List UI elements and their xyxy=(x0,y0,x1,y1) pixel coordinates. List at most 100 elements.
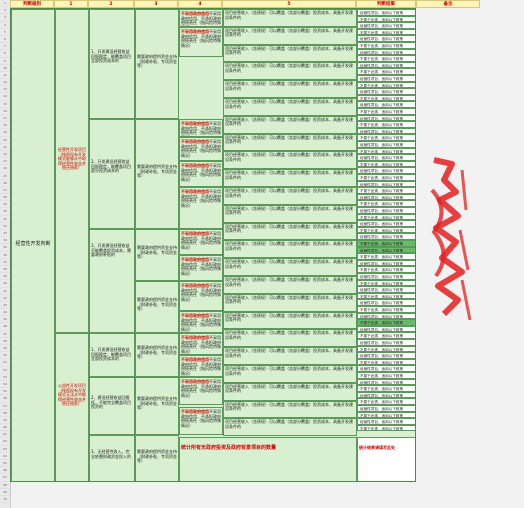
result-cell[interactable]: 不属于此类，适用以下政策 xyxy=(357,200,415,207)
row-number[interactable]: 21 xyxy=(0,144,10,151)
row-number[interactable]: 48 xyxy=(0,338,10,345)
result-cell[interactable]: 不属于此类，适用以下政策 xyxy=(357,147,415,155)
row-number[interactable]: 6 xyxy=(0,36,10,44)
result-cell[interactable]: 经营性项目，适用以下政策 xyxy=(357,9,415,16)
level5-cell[interactable]: 项目经营收入（含债权）可以覆盖（含部分覆盖）投资成本，具备开发建设条件的 xyxy=(223,9,357,27)
column-header-level[interactable]: 判断级别 xyxy=(10,0,54,8)
result-cell[interactable]: 经营性项目，适用以下政策 xyxy=(357,101,415,108)
row-number[interactable]: 65 xyxy=(0,460,10,468)
result-cell[interactable]: 不属于此类，适用以下政策 xyxy=(357,253,415,260)
result-cell[interactable]: 不属于此类，适用以下政策 xyxy=(357,385,415,392)
level5-cell[interactable]: 项目经营收入（含债权）可以覆盖（含部分覆盖）投资成本，具备开发建设条件的 xyxy=(223,169,357,187)
level5-cell[interactable]: 项目经营收入（含债权）可以覆盖（含部分覆盖）投资成本，具备开发建设条件的 xyxy=(223,400,357,419)
row-number[interactable]: 3 xyxy=(0,14,10,22)
result-cell[interactable]: 经营性项目，适用以下政策 xyxy=(357,48,415,56)
result-cell[interactable]: 经营性项目，适用以下政策 xyxy=(357,88,415,95)
result-cell[interactable]: 不属于此类，适用以下政策 xyxy=(357,372,415,379)
result-cell[interactable]: 不属于此类，适用以下政策 xyxy=(357,42,415,49)
result-cell[interactable]: 不属于此类，适用以下政策 xyxy=(357,94,415,102)
row-number[interactable]: 56 xyxy=(0,395,10,403)
level4-cell[interactable]: 不采用政府信用不采用政府信用、不承担政府偿债责任（指风险特殊情况） xyxy=(179,407,223,435)
level2-cell[interactable]: 3、无经营性收入，完全依靠财政资金投入的 xyxy=(89,435,135,481)
result-cell[interactable]: 不属于此类，适用以下政策 xyxy=(357,398,415,405)
level5-cell[interactable]: 项目经营收入（含债权）可以覆盖（含部分覆盖）投资成本，具备开发建设条件的 xyxy=(223,258,357,276)
level2-cell[interactable]: 3、开发建设经营收益不能覆盖投资成本，需要政府补贴的 xyxy=(89,229,135,333)
result-cell[interactable]: 不属于此类，适用以下政策 xyxy=(357,160,415,168)
level3-cell[interactable]: 需要政府提供资金支持（财政补贴、专项资金等） xyxy=(135,9,179,119)
level5-cell[interactable]: 项目经营收入（含债权）可以覆盖（含部分覆盖）投资成本，具备开发建设条件的 xyxy=(223,62,357,81)
level5-cell[interactable]: 项目经营收入（含债权）可以覆盖（含部分覆盖）投资成本，具备开发建设条件的 xyxy=(223,276,357,294)
summary-cell[interactable]: 统计所有无政府投资及政府背景项目的数量 xyxy=(179,437,357,481)
column-header-result[interactable]: 判断结果 xyxy=(356,0,416,8)
row-number[interactable]: 46 xyxy=(0,323,10,331)
column-header-1[interactable]: 1 xyxy=(54,0,88,8)
row-number[interactable]: 61 xyxy=(0,431,10,439)
row-number[interactable]: 23 xyxy=(0,158,10,166)
result-cell[interactable]: 不属于此类，适用以下政策 xyxy=(357,306,415,313)
level5-cell[interactable]: 项目经营收入（含债权）可以覆盖（含部分覆盖）投资成本，具备开发建设条件的 xyxy=(223,365,357,383)
level4-cell[interactable]: 不采用政府信用不采用政府信用、不承担政府偿债责任（指风险特殊情况） xyxy=(179,255,223,281)
result-cell[interactable]: 经营性项目，适用以下政策 xyxy=(357,193,415,201)
row-number[interactable]: 59 xyxy=(0,417,10,425)
level5-cell[interactable]: 项目经营收入（含债权）可以覆盖（含部分覆盖）投资成本，具备开发建设条件的 xyxy=(223,240,357,259)
column-header-note[interactable]: 备注 xyxy=(416,0,480,8)
result-cell[interactable]: 不属于此类，适用以下政策 xyxy=(357,319,415,326)
level3-cell[interactable]: 需要政府提供资金支持（财政补贴、专项资金等） xyxy=(135,377,179,435)
row-number[interactable]: 58 xyxy=(0,410,10,417)
row-number[interactable]: 19 xyxy=(0,129,10,137)
row-number[interactable]: 66 xyxy=(0,467,10,475)
level5-cell[interactable]: 项目经营收入（含债权）可以覆盖（含部分覆盖）投资成本，具备开发建设条件的 xyxy=(223,204,357,223)
level5-cell[interactable]: 项目经营收入（含债权）可以覆盖（含部分覆盖）投资成本，具备开发建设条件的 xyxy=(223,80,357,98)
row-number[interactable]: 27 xyxy=(0,187,10,195)
level5-cell[interactable]: 项目经营收入（含债权）可以覆盖（含部分覆盖）投资成本，具备开发建设条件的 xyxy=(223,347,357,365)
column-header-4[interactable]: 4 xyxy=(178,0,222,8)
result-cell[interactable]: 不属于此类，适用以下政策 xyxy=(357,187,415,194)
row-number[interactable]: 11 xyxy=(0,72,10,80)
result-cell[interactable]: 不属于此类，适用以下政策 xyxy=(357,55,415,62)
result-cell[interactable]: 经营性项目，适用以下政策 xyxy=(357,61,415,69)
result-cell[interactable]: 不属于此类，适用以下政策 xyxy=(357,240,415,247)
result-cell[interactable]: 经营性项目，适用以下政策 xyxy=(357,154,415,161)
row-number[interactable]: 44 xyxy=(0,309,10,317)
level2-cell[interactable]: 2、建设经营收益回报低，不能完全覆盖项目投资的 xyxy=(89,377,135,435)
result-cell[interactable]: 经营性项目，适用以下政策 xyxy=(357,273,415,280)
row-number[interactable]: 50 xyxy=(0,352,10,360)
result-cell[interactable]: 经营性项目，适用以下政策 xyxy=(357,35,415,42)
row-number[interactable]: 64 xyxy=(0,453,10,460)
result-cell[interactable]: 不属于此类，适用以下政策 xyxy=(357,121,415,128)
level3-cell[interactable]: 需要政府提供资金支持（财政补贴、专项资金等） xyxy=(135,229,179,281)
result-cell[interactable]: 不属于此类，适用以下政策 xyxy=(357,279,415,287)
row-number[interactable]: 10 xyxy=(0,65,10,72)
level2-cell[interactable]: 1、开发建设经营收益回报稳定，能覆盖项目全部投资成本的 xyxy=(89,9,135,119)
row-number[interactable]: 25 xyxy=(0,173,10,180)
level5-cell[interactable]: 项目经营收入（含债权）可以覆盖（含部分覆盖）投资成本，具备开发建设条件的 xyxy=(223,418,357,437)
result-cell[interactable]: 不属于此类，适用以下政策 xyxy=(357,226,415,234)
result-cell[interactable]: 经营性项目，适用以下政策 xyxy=(357,207,415,214)
level4-cell[interactable]: 不采用政府信用不采用政府信用、不承担政府偿债责任（指风险特殊情况） xyxy=(179,9,223,27)
level5-cell[interactable]: 项目经营收入（含债权）可以覆盖（含部分覆盖）投资成本，具备开发建设条件的 xyxy=(223,293,357,312)
level4-cell[interactable]: 不采用政府信用不采用政府信用、不承担政府偿债责任（指风险特殊情况） xyxy=(179,229,223,255)
result-cell[interactable]: 不属于此类，适用以下政策 xyxy=(357,174,415,181)
row-number[interactable]: 4 xyxy=(0,22,10,29)
row-number[interactable]: 49 xyxy=(0,345,10,353)
level5-cell[interactable]: 项目经营收入（含债权）可以覆盖（含部分覆盖）投资成本，具备开发建设条件的 xyxy=(223,26,357,45)
row-number[interactable]: 68 xyxy=(0,482,10,489)
result-cell[interactable]: 经营性项目，适用以下政策 xyxy=(357,114,415,122)
level2-cell[interactable]: 2、开发建设经营收益回报稳定，能覆盖项目部分投资成本的 xyxy=(89,119,135,229)
row-number[interactable]: 28 xyxy=(0,194,10,202)
result-cell[interactable]: 经营性项目，适用以下政策 xyxy=(357,352,415,359)
result-cell[interactable]: 不属于此类，适用以下政策 xyxy=(357,266,415,273)
level4-cell[interactable]: 不采用政府信用不采用政府信用、不承担政府偿债责任（指风险特殊情况） xyxy=(179,377,223,405)
level5-cell[interactable]: 项目经营收入（含债权）可以覆盖（含部分覆盖）投资成本，具备开发建设条件的 xyxy=(223,98,357,116)
result-cell[interactable]: 经营性项目，适用以下政策 xyxy=(357,325,415,333)
level5-cell[interactable]: 项目经营收入（含债权）可以覆盖（含部分覆盖）投资成本，具备开发建设条件的 xyxy=(223,44,357,63)
level4-cell[interactable]: 不采用政府信用不采用政府信用、不承担政府偿债责任（指风险特殊情况） xyxy=(179,333,223,355)
result-cell[interactable]: 不属于此类，适用以下政策 xyxy=(357,213,415,221)
row-number[interactable]: 55 xyxy=(0,388,10,396)
level3-cell[interactable]: 需要政府提供资金支持（财政补贴、专项资金等） xyxy=(135,119,179,229)
section-operating-cell[interactable]: 经营性开发项目（按照现有开发模式能够从中取得经营性收益并偿还借款） xyxy=(55,9,89,333)
row-number[interactable]: 39 xyxy=(0,273,10,281)
level5-cell[interactable]: 项目经营收入（含债权）可以覆盖（含部分覆盖）投资成本，具备开发建设条件的 xyxy=(223,382,357,401)
result-cell[interactable]: 经营性项目，适用以下政策 xyxy=(357,259,415,267)
level5-cell[interactable]: 项目经营收入（含债权）可以覆盖（含部分覆盖）投资成本，具备开发建设条件的 xyxy=(223,133,357,152)
